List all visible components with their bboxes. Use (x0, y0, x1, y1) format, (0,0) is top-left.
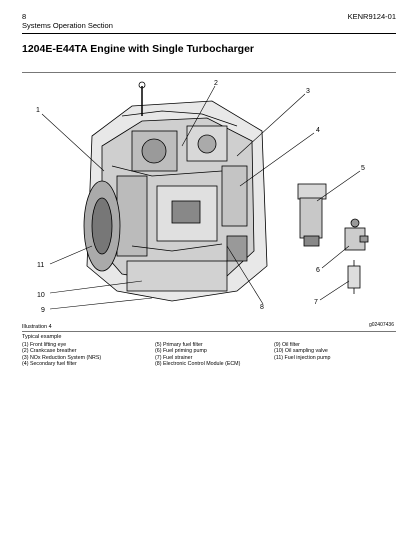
callout-1: 1 (36, 107, 40, 114)
graphic-id: g02407436 (368, 322, 394, 328)
engine-illustration: 1 2 3 4 5 6 7 8 9 10 11 (36, 80, 369, 314)
legend-column-3: (9) Oil filter (10) Oil sampling valve (… (274, 342, 330, 361)
callout-5: 5 (361, 165, 365, 172)
legend-item: (5) Primary fuel filter (155, 342, 203, 348)
legend-item: (8) Electronic Control Module (ECM) (155, 361, 241, 368)
callout-10: 10 (37, 292, 45, 299)
legend-item: (10) Oil sampling valve (274, 348, 328, 355)
header-divider (22, 33, 396, 34)
callout-2: 2 (214, 80, 218, 87)
section-name: Systems Operation Section (22, 21, 113, 30)
page-header-left: 8 Systems Operation Section (22, 12, 113, 30)
callout-3: 3 (306, 88, 310, 95)
legend-item: (11) Fuel injection pump (274, 354, 331, 361)
legend-item: (4) Secondary fuel filter (22, 361, 77, 368)
document-id: KENR9124-01 (347, 12, 396, 21)
figure-divider (22, 331, 396, 332)
legend-column-2: (5) Primary fuel filter (6) Fuel priming… (155, 342, 240, 368)
typical-example-label: Typical example (22, 334, 62, 340)
legend-column-1: (1) Front lifting eye (2) Crankcase brea… (22, 342, 101, 368)
illustration-caption: Illustration 4 (22, 324, 52, 330)
legend-item: (6) Fuel priming pump (155, 348, 207, 355)
title-divider (22, 72, 396, 73)
legend-item: (3) NOx Reduction System (NRS) (22, 354, 102, 361)
callout-6: 6 (316, 267, 320, 274)
callout-8: 8 (260, 304, 264, 311)
legend-item: (7) Fuel strainer (155, 354, 193, 361)
page-title: 1204E-E44TA Engine with Single Turbochar… (22, 43, 255, 55)
page-number: 8 (22, 12, 27, 21)
callout-9: 9 (41, 307, 45, 314)
callout-7: 7 (314, 299, 318, 306)
callout-4: 4 (316, 127, 320, 134)
callout-11: 11 (37, 262, 44, 269)
legend-item: (2) Crankcase breather (22, 348, 77, 355)
legend-item: (1) Front lifting eye (22, 342, 67, 348)
legend-item: (9) Oil filter (274, 342, 300, 348)
